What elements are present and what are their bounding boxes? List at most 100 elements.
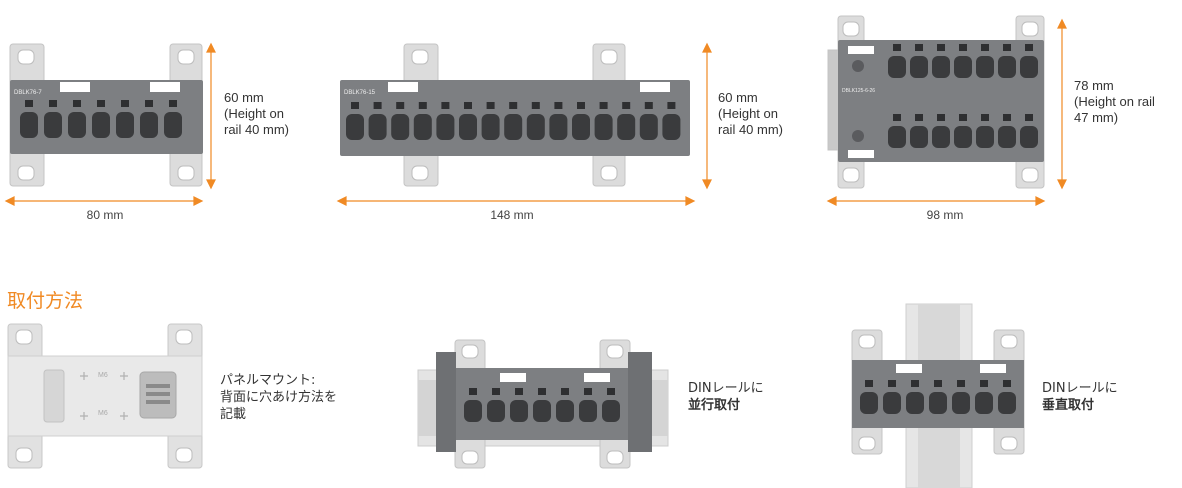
terminal-screw [1020,56,1038,78]
height-label-1: 60 mm (Height on rail 40 mm) [224,90,290,137]
din-parallel-caption: DINレールに 並行取付 [688,380,808,414]
terminal-clamp [73,100,81,107]
height-label-2: 60 mm (Height on rail 40 mm) [718,90,784,137]
terminal-clamp [373,102,382,109]
terminal-clamp [1003,44,1011,51]
terminal-clamp [622,102,631,109]
terminal-clamp [599,102,608,109]
terminal-screw [413,114,432,140]
terminal-screw [556,400,574,422]
terminal-screw [368,114,387,140]
terminal-clamp [577,102,585,109]
terminal-screw [975,392,993,414]
terminal-clamp [893,114,901,121]
terminal-clamp [49,100,57,107]
terminal-screw [860,392,878,414]
terminal-clamp [915,44,923,51]
terminal-clamp [607,388,615,395]
terminal-clamp [915,114,923,121]
terminal-clamp [169,100,177,107]
terminal-screw [906,392,924,414]
terminal-screw [998,392,1016,414]
terminal-screw [549,114,568,140]
terminal-clamp [959,44,967,51]
model-label-3: DBLK125-6-26 [842,88,876,94]
panel-mark-2: M6 [98,410,108,417]
terminal-screw [579,400,597,422]
terminal-clamp [888,380,896,387]
terminal-clamp [492,388,500,395]
panel-caption-line1: パネルマウント: [220,373,316,388]
terminal-clamp [667,102,676,109]
terminal-screw [1020,126,1038,148]
terminal-screw [504,114,523,140]
terminal-clamp [509,102,518,109]
terminal-clamp [418,102,427,109]
terminal-clamp [561,388,569,395]
terminal-screw [954,126,972,148]
terminal-clamp [121,100,129,107]
terminal-screw [92,112,110,138]
panel-mount-caption: パネルマウント: 背面に穴あけ方法を 記載 [220,372,380,423]
din-vertical-caption: DINレールに 垂直取付 [1042,380,1162,414]
din-vertical-line1: DINレールに [1042,381,1118,396]
terminal-screw [533,400,551,422]
terminal-screw [932,56,950,78]
terminal-screw [888,126,906,148]
terminal-screw [952,392,970,414]
terminal-clamp [464,102,472,109]
terminal-screw [510,400,528,422]
terminal-screw [998,56,1016,78]
panel-mark-1: M6 [98,372,108,379]
terminal-screw [391,114,410,140]
terminal-screw [68,112,86,138]
terminal-clamp [584,388,592,395]
terminal-clamp [97,100,105,107]
height-label-3: 78 mm (Height on rail 47 mm) [1074,78,1155,125]
terminal-clamp [981,44,989,51]
terminal-screw [459,114,477,140]
terminal-screw [487,400,505,422]
terminal-clamp [937,44,945,51]
terminal-screw [910,56,928,78]
model-label-2: DBLK76-15 [344,90,376,96]
terminal-screw [436,114,455,140]
terminal-screw [639,114,658,140]
terminal-clamp [531,102,540,109]
terminal-clamp [957,380,965,387]
terminal-screw [662,114,681,140]
terminal-clamp [1025,44,1033,51]
terminal-clamp [538,388,546,395]
terminal-screw [140,112,158,138]
terminal-screw [526,114,545,140]
terminal-clamp [959,114,967,121]
terminal-clamp [351,102,359,109]
width-label-1: 80 mm [86,208,124,222]
din-vertical-line2: 垂直取付 [1042,398,1095,413]
panel-caption-line3: 記載 [220,407,247,422]
terminal-screw [932,126,950,148]
terminal-screw [164,112,182,138]
terminal-screw [602,400,620,422]
terminal-clamp [1003,114,1011,121]
terminal-screw [594,114,613,140]
terminal-screw [572,114,590,140]
terminal-screw [976,56,994,78]
terminal-screw [481,114,500,140]
terminal-clamp [911,380,919,387]
terminal-clamp [1003,380,1011,387]
terminal-clamp [980,380,988,387]
terminal-clamp [1025,114,1033,121]
terminal-clamp [25,100,33,107]
terminal-screw [888,56,906,78]
terminal-screw [346,114,364,140]
terminal-clamp [865,380,873,387]
terminal-clamp [441,102,450,109]
terminal-clamp [893,44,901,51]
